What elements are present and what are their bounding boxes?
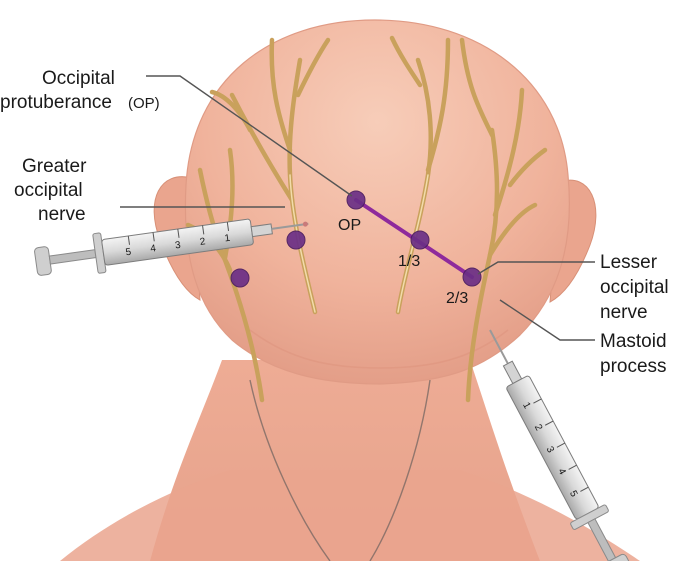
- greater-label-line2: occipital: [14, 180, 83, 201]
- right-syringe: 1 2 3 4 5: [489, 329, 631, 561]
- mastoid-label-line1: Mastoid: [600, 331, 667, 352]
- greater-label-line3: nerve: [38, 204, 86, 225]
- one-third-label: 1/3: [398, 253, 420, 270]
- occipital-label-line1: Occipital: [42, 68, 115, 89]
- right-syringe-mark: 3: [544, 445, 557, 455]
- lesser-occipital-nerve-label: Lesser occipital nerve: [600, 252, 669, 323]
- neck-and-shoulders: [60, 360, 640, 561]
- left-syringe-mark: 1: [224, 233, 231, 245]
- right-syringe-mark: 2: [532, 423, 545, 433]
- lesser-label-line2: occipital: [600, 277, 669, 298]
- left-syringe-mark: 2: [199, 236, 206, 248]
- right-syringe-mark: 4: [555, 467, 568, 477]
- head: [153, 19, 597, 385]
- right-syringe-mark: 1: [520, 401, 533, 411]
- left-syringe: 5 4 3 2 1: [34, 218, 309, 276]
- two-third-label: 2/3: [446, 290, 468, 307]
- left-syringe-mark: 4: [150, 243, 157, 255]
- greater-occipital-point: [286, 230, 306, 250]
- nerves: [185, 35, 548, 403]
- skull: [184, 19, 570, 385]
- left-syringe-mark: 5: [125, 247, 132, 259]
- occipital-label-line2: protuberance: [0, 92, 112, 113]
- lesser-label-line1: Lesser: [600, 252, 658, 273]
- mastoid-process-label: Mastoid process: [600, 331, 667, 377]
- lesser-occipital-point-left: [230, 268, 250, 288]
- two-third-point: [462, 267, 482, 287]
- lesser-label-line3: nerve: [600, 302, 648, 323]
- one-third-point: [410, 230, 430, 250]
- occipital-label-abbrev: (OP): [128, 95, 160, 112]
- op-point-label: OP: [338, 217, 361, 234]
- left-syringe-mark: 3: [174, 240, 181, 252]
- occipital-protuberance-label: Occipital protuberance (OP): [0, 68, 160, 113]
- greater-occipital-nerve-label: Greater occipital nerve: [14, 156, 87, 225]
- right-syringe-mark: 5: [567, 489, 580, 499]
- mastoid-label-line2: process: [600, 356, 667, 377]
- leader-lines: [120, 75, 595, 341]
- greater-label-line1: Greater: [22, 156, 87, 177]
